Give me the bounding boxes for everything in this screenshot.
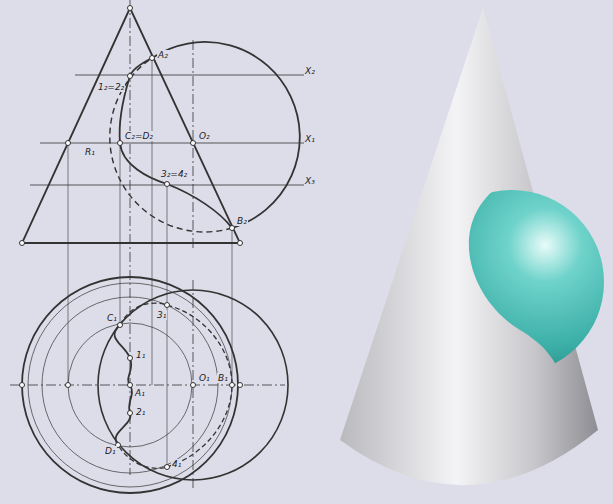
point-label: 1₂=2₂ (97, 82, 125, 92)
point-label: B₁ (217, 373, 229, 383)
front-view (22, 0, 305, 475)
point-label: O₂ (198, 131, 211, 141)
point-label: O₁ (198, 373, 211, 383)
point-label: 3₁ (156, 310, 167, 320)
point-label: X₃ (304, 176, 316, 186)
point-label: B₂ (236, 216, 248, 226)
point-label: C₂=D₂ (124, 131, 154, 141)
point-label: X₂ (304, 66, 316, 76)
point-label: A₁ (134, 388, 146, 398)
top-view (10, 277, 288, 493)
point-label: A₂ (157, 50, 169, 60)
point-label: 1₁ (135, 350, 146, 360)
point-label: C₁ (106, 313, 118, 323)
render-3d (340, 8, 604, 485)
point-label: D₁ (104, 446, 117, 456)
point-label: 2₁ (135, 407, 146, 417)
point-label: 3₂=4₂ (160, 169, 188, 179)
point-label: X₁ (304, 134, 316, 144)
point-label: 4₁ (171, 459, 182, 469)
point-label: R₁ (84, 147, 96, 157)
point-marks (20, 6, 243, 470)
